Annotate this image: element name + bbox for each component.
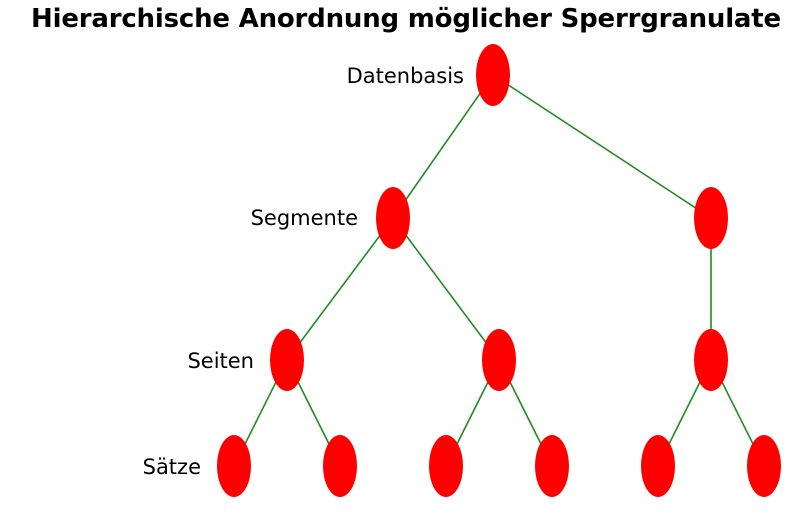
level-label-datenbasis: Datenbasis	[347, 64, 464, 88]
edge-seg1-page2	[392, 217, 500, 361]
node-seg2	[694, 187, 728, 249]
node-rec3	[429, 435, 463, 497]
edge-db-seg2	[492, 74, 712, 219]
node-rec4	[535, 435, 569, 497]
node-seg1	[376, 187, 410, 249]
node-rec5	[641, 435, 675, 497]
edge-db-seg1	[392, 74, 494, 219]
page-title: Hierarchische Anordnung möglicher Sperrg…	[31, 4, 781, 34]
node-rec2	[323, 435, 357, 497]
node-rec6	[747, 435, 781, 497]
nodes-group	[217, 44, 781, 497]
node-page2	[482, 329, 516, 391]
level-label-seiten: Seiten	[187, 349, 254, 373]
edges-group	[233, 74, 765, 467]
edge-seg1-page1	[286, 217, 394, 361]
node-page3	[694, 329, 728, 391]
node-page1	[270, 329, 304, 391]
level-label-segmente: Segmente	[251, 206, 358, 230]
node-rec1	[217, 435, 251, 497]
level-label-saetze: Sätze	[143, 455, 201, 479]
level-labels-group: Datenbasis Segmente Seiten Sätze	[143, 64, 464, 479]
node-db	[476, 44, 510, 106]
